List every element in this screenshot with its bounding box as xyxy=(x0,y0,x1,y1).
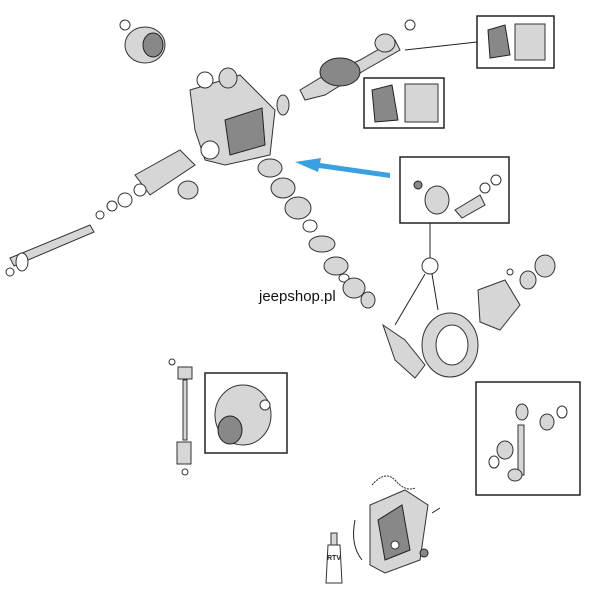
ring-pinion-kit-box[interactable] xyxy=(399,156,510,224)
rtv-label: RTV xyxy=(327,555,341,562)
differential-carrier[interactable] xyxy=(477,254,556,331)
pinion-gear[interactable] xyxy=(382,323,426,379)
boot-kit-box-1[interactable] xyxy=(476,15,555,69)
watermark-text: jeepshop.pl xyxy=(259,288,336,305)
differential-cover[interactable] xyxy=(353,475,441,574)
cv-shaft[interactable] xyxy=(276,19,416,116)
axle-tube[interactable] xyxy=(95,149,199,220)
locker-actuator[interactable] xyxy=(168,358,193,476)
spider-gear-kit-box[interactable] xyxy=(475,381,581,496)
bearing-set[interactable] xyxy=(257,158,376,309)
hub-flange[interactable] xyxy=(119,19,166,64)
highlight-arrow xyxy=(295,158,390,178)
locker-kit-box[interactable] xyxy=(204,372,288,454)
bushing[interactable] xyxy=(218,67,238,89)
axle-shaft[interactable] xyxy=(5,224,95,277)
boot-kit-box-2[interactable] xyxy=(363,77,445,129)
ring-gear[interactable] xyxy=(421,312,479,378)
differential-housing[interactable] xyxy=(189,71,276,166)
rtv-sealant-tube[interactable]: RTV xyxy=(325,532,343,584)
